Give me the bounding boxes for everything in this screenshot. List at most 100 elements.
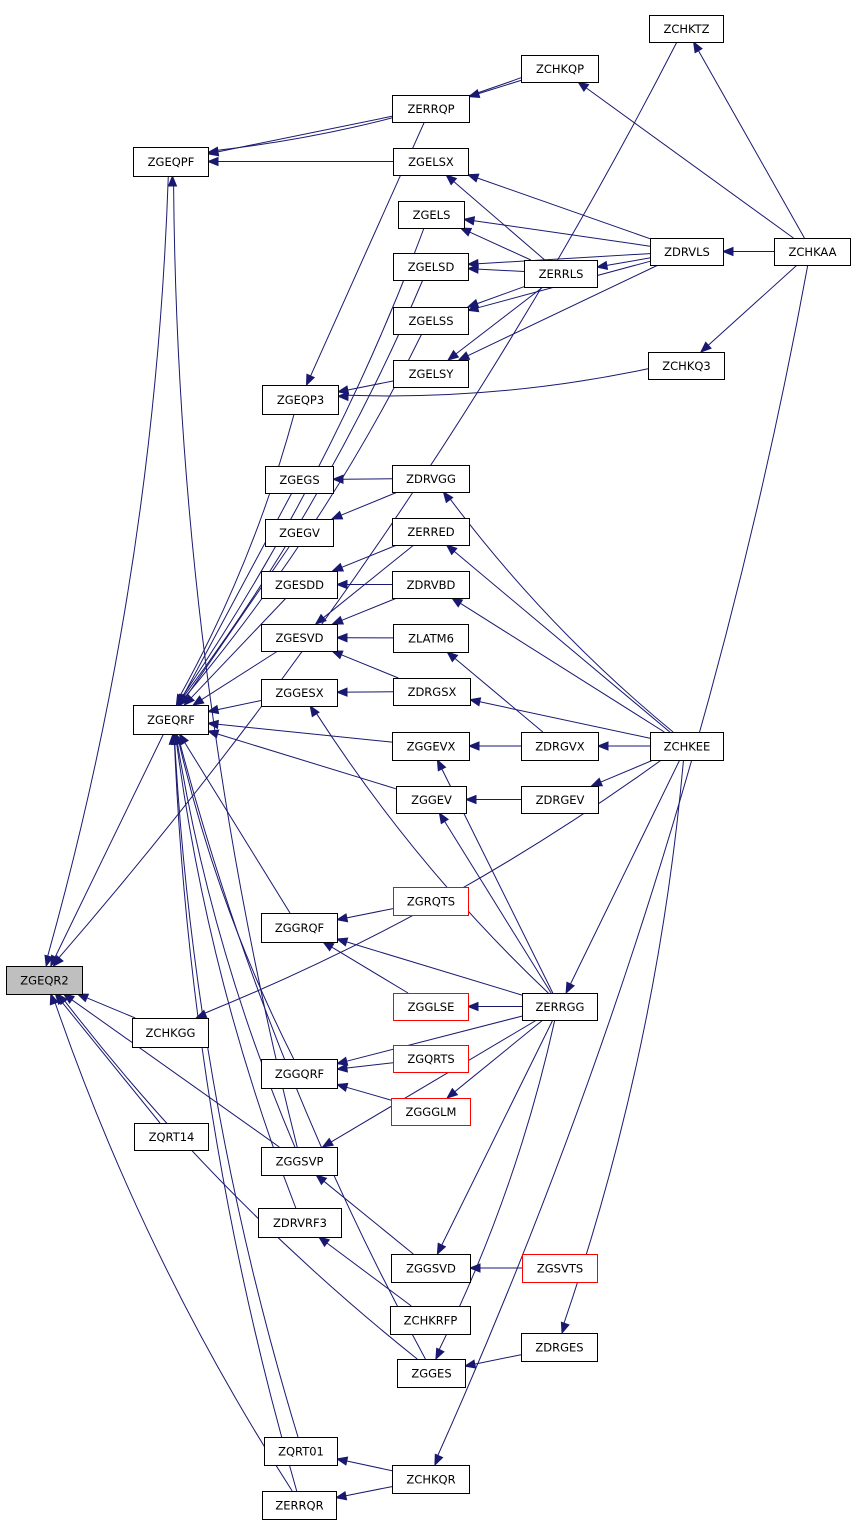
node-box[interactable] <box>521 786 599 814</box>
node-box[interactable] <box>648 352 725 380</box>
node-box[interactable] <box>521 55 599 83</box>
node-zgels[interactable]: ZGELS <box>398 201 465 229</box>
node-box[interactable] <box>392 95 470 123</box>
node-zchkqp[interactable]: ZCHKQP <box>521 55 599 83</box>
node-box[interactable] <box>393 253 469 281</box>
node-box[interactable] <box>265 519 334 547</box>
node-zgegv[interactable]: ZGEGV <box>265 519 334 547</box>
node-box[interactable] <box>522 1254 598 1283</box>
node-zerrgg[interactable]: ZERRGG <box>522 993 598 1021</box>
node-zgqrts[interactable]: ZGQRTS <box>393 1045 469 1073</box>
node-zgglse[interactable]: ZGGLSE <box>393 993 469 1021</box>
node-zggsvp[interactable]: ZGGSVP <box>261 1147 338 1176</box>
node-box[interactable] <box>392 518 470 546</box>
node-box[interactable] <box>393 1045 469 1073</box>
node-zgges[interactable]: ZGGES <box>397 1359 466 1388</box>
node-zdrvrf3[interactable]: ZDRVRF3 <box>258 1208 342 1238</box>
node-box[interactable] <box>132 1018 209 1048</box>
node-zdrvbd[interactable]: ZDRVBD <box>392 571 470 599</box>
node-box[interactable] <box>649 15 724 43</box>
node-box[interactable] <box>390 1306 471 1335</box>
node-zchktz[interactable]: ZCHKTZ <box>649 15 724 43</box>
node-zggqrf[interactable]: ZGGQRF <box>261 1059 338 1089</box>
node-zgeqrf[interactable]: ZGEQRF <box>133 705 209 735</box>
node-box[interactable] <box>521 732 599 761</box>
node-box[interactable] <box>262 385 339 415</box>
node-zggglm[interactable]: ZGGGLM <box>391 1098 471 1126</box>
node-box[interactable] <box>133 705 209 735</box>
node-zchkaa[interactable]: ZCHKAA <box>774 238 851 266</box>
node-zerrls[interactable]: ZERRLS <box>524 260 598 288</box>
node-box[interactable] <box>524 260 598 288</box>
node-box[interactable] <box>393 148 469 176</box>
node-zgeqpf[interactable]: ZGEQPF <box>133 147 209 177</box>
node-box[interactable] <box>391 1098 471 1126</box>
node-zgelsy[interactable]: ZGELSY <box>393 360 469 388</box>
node-zggrqf[interactable]: ZGGRQF <box>261 913 338 943</box>
node-box[interactable] <box>396 786 467 814</box>
node-box[interactable] <box>392 465 470 493</box>
node-box[interactable] <box>391 1254 471 1283</box>
node-zgelsx[interactable]: ZGELSX <box>393 148 469 176</box>
node-zggevx[interactable]: ZGGEVX <box>392 732 470 761</box>
node-box[interactable] <box>261 1147 338 1176</box>
node-zerred[interactable]: ZERRED <box>392 518 470 546</box>
node-box[interactable] <box>774 238 851 266</box>
node-zgesvd[interactable]: ZGESVD <box>261 624 338 652</box>
node-box[interactable] <box>265 466 334 494</box>
node-zgesdd[interactable]: ZGESDD <box>261 571 338 599</box>
node-zchkrfp[interactable]: ZCHKRFP <box>390 1306 471 1335</box>
node-box[interactable] <box>650 732 724 761</box>
node-zgelss[interactable]: ZGELSS <box>393 307 469 335</box>
node-box[interactable] <box>522 993 598 1021</box>
node-box[interactable] <box>133 147 209 177</box>
node-box[interactable] <box>393 307 469 335</box>
node-box[interactable] <box>6 966 83 995</box>
node-box[interactable] <box>261 571 338 599</box>
node-box[interactable] <box>392 1465 470 1494</box>
node-zchkgg[interactable]: ZCHKGG <box>132 1018 209 1048</box>
node-zchkq3[interactable]: ZCHKQ3 <box>648 352 725 380</box>
node-box[interactable] <box>261 1059 338 1089</box>
node-zggev[interactable]: ZGGEV <box>396 786 467 814</box>
node-zgeqp3[interactable]: ZGEQP3 <box>262 385 339 415</box>
node-zggesx[interactable]: ZGGESX <box>261 679 338 707</box>
node-box[interactable] <box>650 238 724 266</box>
node-zqrt14[interactable]: ZQRT14 <box>134 1123 209 1151</box>
node-zdrges[interactable]: ZDRGES <box>521 1333 598 1362</box>
node-box[interactable] <box>393 678 471 706</box>
node-box[interactable] <box>134 1123 209 1151</box>
node-box[interactable] <box>392 571 470 599</box>
node-box[interactable] <box>261 624 338 652</box>
node-box[interactable] <box>393 887 469 916</box>
node-box[interactable] <box>261 913 338 943</box>
node-zdrgsx[interactable]: ZDRGSX <box>393 678 471 706</box>
node-box[interactable] <box>261 679 338 707</box>
node-box[interactable] <box>398 201 465 229</box>
node-zchkee[interactable]: ZCHKEE <box>650 732 724 761</box>
node-box[interactable] <box>393 993 469 1021</box>
node-zerrqr[interactable]: ZERRQR <box>262 1491 337 1520</box>
node-zgelsd[interactable]: ZGELSD <box>393 253 469 281</box>
node-box[interactable] <box>392 732 470 761</box>
node-zggsvd[interactable]: ZGGSVD <box>391 1254 471 1283</box>
node-zdrvgg[interactable]: ZDRVGG <box>392 465 470 493</box>
node-zgegs[interactable]: ZGEGS <box>265 466 334 494</box>
node-box[interactable] <box>521 1333 598 1362</box>
node-zqrt01[interactable]: ZQRT01 <box>264 1437 338 1466</box>
node-zgeqr2[interactable]: ZGEQR2 <box>6 966 83 995</box>
node-box[interactable] <box>262 1491 337 1520</box>
node-box[interactable] <box>264 1437 338 1466</box>
node-zerrqp[interactable]: ZERRQP <box>392 95 470 123</box>
node-box[interactable] <box>393 360 469 388</box>
node-zlatm6[interactable]: ZLATM6 <box>393 624 469 653</box>
node-box[interactable] <box>397 1359 466 1388</box>
node-zdrgev[interactable]: ZDRGEV <box>521 786 599 814</box>
node-zchkqr[interactable]: ZCHKQR <box>392 1465 470 1494</box>
node-box[interactable] <box>258 1208 342 1238</box>
node-zgsvts[interactable]: ZGSVTS <box>522 1254 598 1283</box>
node-box[interactable] <box>393 624 469 653</box>
node-zdrvls[interactable]: ZDRVLS <box>650 238 724 266</box>
node-zgrqts[interactable]: ZGRQTS <box>393 887 469 916</box>
node-zdrgvx[interactable]: ZDRGVX <box>521 732 599 761</box>
